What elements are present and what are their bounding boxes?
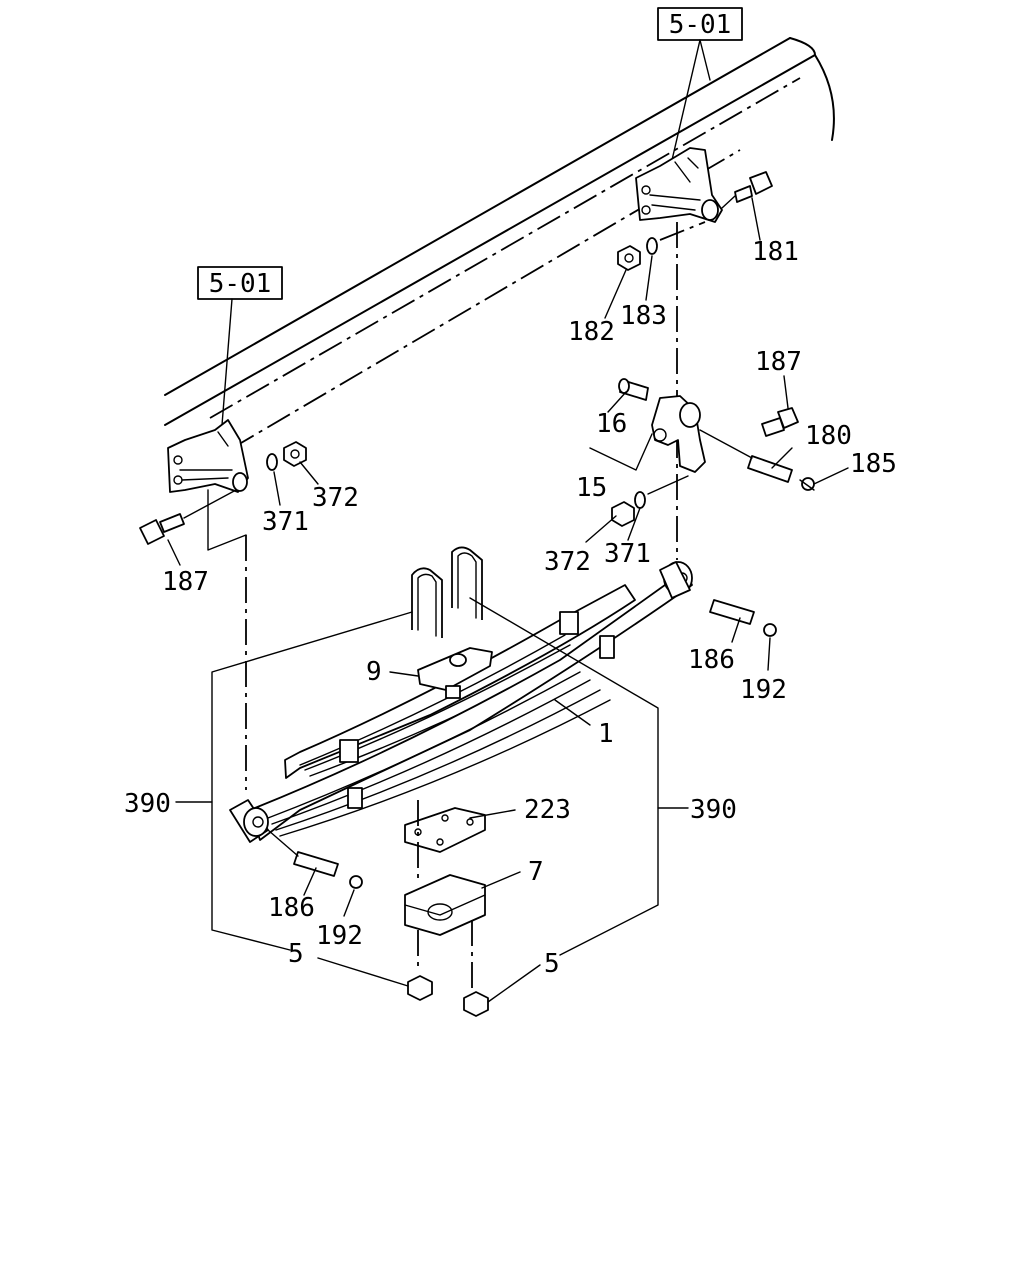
label-5-left: 5 xyxy=(288,939,304,969)
grease-nipple-192-left[interactable] xyxy=(349,875,363,889)
spring-pad-9[interactable] xyxy=(417,647,493,699)
shackle-15[interactable] xyxy=(651,395,706,473)
plate-223[interactable] xyxy=(404,807,486,853)
label-185: 185 xyxy=(850,449,897,479)
pin-186-right[interactable] xyxy=(709,599,755,625)
label-187-left: 187 xyxy=(162,567,209,597)
nut-372-left[interactable] xyxy=(283,441,307,467)
grease-nipple-192-right[interactable] xyxy=(763,623,777,637)
label-371-right: 371 xyxy=(604,539,651,569)
label-372-left: 372 xyxy=(312,483,359,513)
label-390-left: 390 xyxy=(124,789,171,819)
frame-rail xyxy=(164,37,835,471)
label-186-left: 186 xyxy=(268,893,315,923)
label-180: 180 xyxy=(805,421,852,451)
bolt-181[interactable] xyxy=(734,171,773,203)
nut-182[interactable] xyxy=(617,245,641,271)
bushing-16[interactable] xyxy=(618,378,649,401)
svg-text:5-01: 5-01 xyxy=(209,269,272,299)
washer-371-left[interactable] xyxy=(266,453,278,471)
reference-box-top[interactable]: 5-01 xyxy=(657,7,743,41)
pin-180[interactable] xyxy=(747,455,793,483)
label-372-right: 372 xyxy=(544,547,591,577)
front-hanger-bracket[interactable] xyxy=(635,147,723,223)
bolt-187-right[interactable] xyxy=(761,407,799,437)
label-7: 7 xyxy=(528,857,544,887)
u-bolt-bracket-left xyxy=(211,611,413,951)
svg-text:5-01: 5-01 xyxy=(669,10,732,40)
bolt-187-left[interactable] xyxy=(139,513,185,545)
nut-5-right[interactable] xyxy=(463,991,489,1017)
label-223: 223 xyxy=(524,795,571,825)
label-182: 182 xyxy=(568,317,615,347)
label-183: 183 xyxy=(620,301,667,331)
label-5-right: 5 xyxy=(544,949,560,979)
label-192-left: 192 xyxy=(316,921,363,951)
pin-186-left[interactable] xyxy=(293,851,339,877)
seat-7[interactable] xyxy=(404,874,486,936)
label-390-right: 390 xyxy=(690,795,737,825)
washer-183[interactable] xyxy=(646,237,658,255)
u-bolt-390-rear[interactable] xyxy=(411,567,443,638)
label-15: 15 xyxy=(576,473,607,503)
leader-lines xyxy=(167,197,849,1003)
washer-371-right[interactable] xyxy=(634,491,646,509)
reference-box-left[interactable]: 5-01 xyxy=(197,266,283,300)
u-bolt-bracket-right xyxy=(469,597,659,956)
rear-hanger-bracket[interactable] xyxy=(167,419,249,493)
label-187-right: 187 xyxy=(755,347,802,377)
label-9: 9 xyxy=(366,657,382,687)
u-bolt-390-front[interactable] xyxy=(451,546,483,620)
label-16: 16 xyxy=(596,409,627,439)
nut-372-right[interactable] xyxy=(611,501,635,527)
label-181: 181 xyxy=(752,237,799,267)
grease-nipple-185[interactable] xyxy=(799,477,815,491)
label-192-right: 192 xyxy=(740,675,787,705)
label-186-right: 186 xyxy=(688,645,735,675)
nut-5-left[interactable] xyxy=(407,975,433,1001)
label-371-left: 371 xyxy=(262,507,309,537)
label-1: 1 xyxy=(598,719,614,749)
